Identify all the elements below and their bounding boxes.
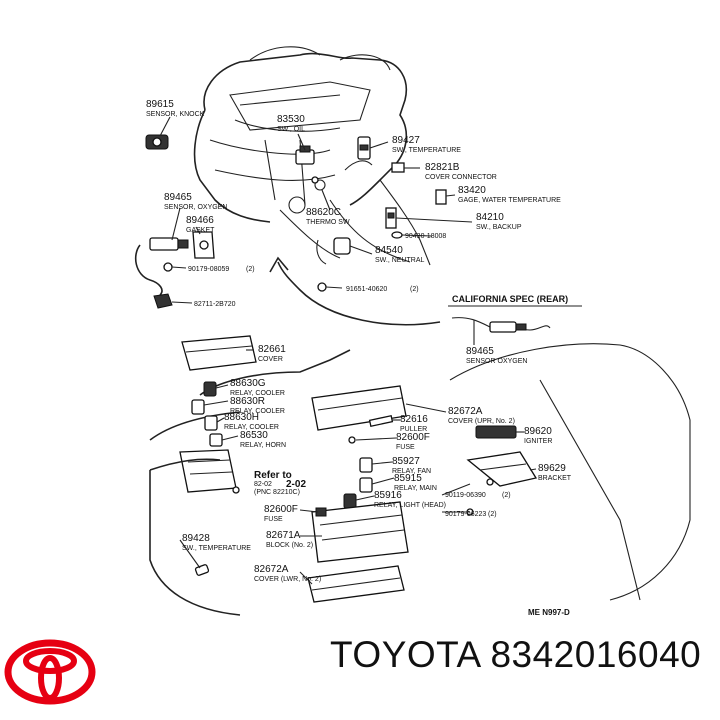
label-89615-name: SENSOR, KNOCK <box>146 111 205 118</box>
label-85927-name: RELAY, FAN <box>392 468 431 475</box>
label-82600Fa-num: 82600F <box>396 432 430 443</box>
refer-to-num: 2-02 <box>286 479 306 490</box>
label-88630G-name: RELAY, COOLER <box>230 390 285 397</box>
label-91651-qty: (2) <box>410 286 419 293</box>
parts-diagram: 89615 SENSOR, KNOCK 83530 SW., OIL 89427… <box>134 46 691 617</box>
label-85916-num: 85916 <box>374 490 402 501</box>
label-89428-name: SW., TEMPERATURE <box>182 545 251 552</box>
brand-name: TOYOTA <box>330 634 480 675</box>
part-labels: 89615 SENSOR, KNOCK 83530 SW., OIL 89427… <box>146 99 572 617</box>
label-91651-num: 91651-40620 <box>346 286 387 293</box>
label-84210-name: SW., BACKUP <box>476 224 522 231</box>
label-84210-num: 84210 <box>476 212 504 223</box>
brand-part-number: TOYOTA 8342016040 <box>330 634 701 676</box>
label-90179b-num: 90179-06223 <box>445 511 486 518</box>
relay-block-drawing <box>149 335 691 616</box>
label-89465b-name: SENSOR OXYGEN <box>466 358 527 365</box>
label-88630H-name: RELAY, COOLER <box>224 424 279 431</box>
label-83530-num: 83530 <box>277 114 305 125</box>
label-82661-name: COVER <box>258 356 283 363</box>
label-82672Aa-name: COVER (UPR, No. 2) <box>448 418 515 425</box>
label-86530-name: RELAY, HORN <box>240 442 286 449</box>
leader-lines <box>159 116 537 585</box>
label-82616-name: PULLER <box>400 426 427 433</box>
toyota-logo-icon <box>4 639 96 705</box>
label-85915-num: 85915 <box>394 473 422 484</box>
label-86530-num: 86530 <box>240 430 268 441</box>
part-number: 8342016040 <box>490 634 702 675</box>
engine-block-drawing <box>193 46 431 266</box>
label-89465a-name: SENSOR, OXYGEN <box>164 204 227 211</box>
label-82821B-num: 82821B <box>425 162 460 173</box>
label-85915-name: RELAY, MAIN <box>394 485 437 492</box>
label-89465b-num: 89465 <box>466 346 494 357</box>
refer-to-title: Refer to <box>254 470 292 481</box>
label-90179b-qty: (2) <box>488 511 497 518</box>
label-88620C-name: THERMO SW <box>306 219 350 226</box>
label-89615-num: 89615 <box>146 99 174 110</box>
label-89427-num: 89427 <box>392 135 420 146</box>
drawing-code: ME N997-D <box>528 608 570 617</box>
sensor-parts <box>145 134 447 292</box>
california-spec-title: CALIFORNIA SPEC (REAR) <box>452 294 568 304</box>
refer-to-code: 82-02 <box>254 481 272 488</box>
label-89465a-num: 89465 <box>164 192 192 203</box>
oxygen-sensor-left <box>134 231 215 309</box>
label-88620C-num: 88620C <box>306 207 341 218</box>
label-90430-num: 90430-18008 <box>405 233 446 240</box>
label-82672Ab-num: 82672A <box>254 564 289 575</box>
label-82672Aa-num: 82672A <box>448 406 483 417</box>
label-89629-name: BRACKET <box>538 475 572 482</box>
direction-arrow <box>269 256 441 326</box>
label-83420-num: 83420 <box>458 185 486 196</box>
label-82600Fb-name: FUSE <box>264 516 283 523</box>
label-82671A-name: BLOCK (No. 2) <box>266 542 313 549</box>
label-89620-num: 89620 <box>524 426 552 437</box>
label-88630R-num: 88630R <box>230 396 265 407</box>
label-82672Ab-name: COVER (LWR, No. 2) <box>254 576 321 583</box>
label-90179a-num: 90179-08059 <box>188 266 229 273</box>
label-90119-qty: (2) <box>502 492 511 499</box>
label-89427-name: SW., TEMPERATURE <box>392 147 461 154</box>
label-85927-num: 85927 <box>392 456 420 467</box>
label-89466-name: GASKET <box>186 227 215 234</box>
label-82600Fb-num: 82600F <box>264 504 298 515</box>
label-82600Fa-name: FUSE <box>396 444 415 451</box>
refer-to-sub: (PNC 82210C) <box>254 489 300 496</box>
label-89620-name: IGNITER <box>524 438 552 445</box>
label-88630R-name: RELAY, COOLER <box>230 408 285 415</box>
label-84540-name: SW., NEUTRAL <box>375 257 425 264</box>
label-90179a-qty: (2) <box>246 266 255 273</box>
label-82821B-name: COVER CONNECTOR <box>425 174 497 181</box>
label-85916-name: RELAY, LIGHT (HEAD) <box>374 502 446 509</box>
label-89428-num: 89428 <box>182 533 210 544</box>
label-88630G-num: 88630G <box>230 378 266 389</box>
label-82671A-num: 82671A <box>266 530 301 541</box>
label-84540-num: 84540 <box>375 245 403 256</box>
label-83420-name: GAGE, WATER TEMPERATURE <box>458 197 561 204</box>
label-83530-name: SW., OIL <box>277 126 305 133</box>
label-90119-num: 90119-06390 <box>445 492 486 499</box>
california-spec-box <box>448 305 582 345</box>
label-82616-num: 82616 <box>400 414 428 425</box>
label-82711-num: 82711-2B720 <box>194 301 236 308</box>
label-88630H-num: 88630H <box>224 412 259 423</box>
label-89629-num: 89629 <box>538 463 566 474</box>
label-89466-num: 89466 <box>186 215 214 226</box>
label-82661-num: 82661 <box>258 344 286 355</box>
